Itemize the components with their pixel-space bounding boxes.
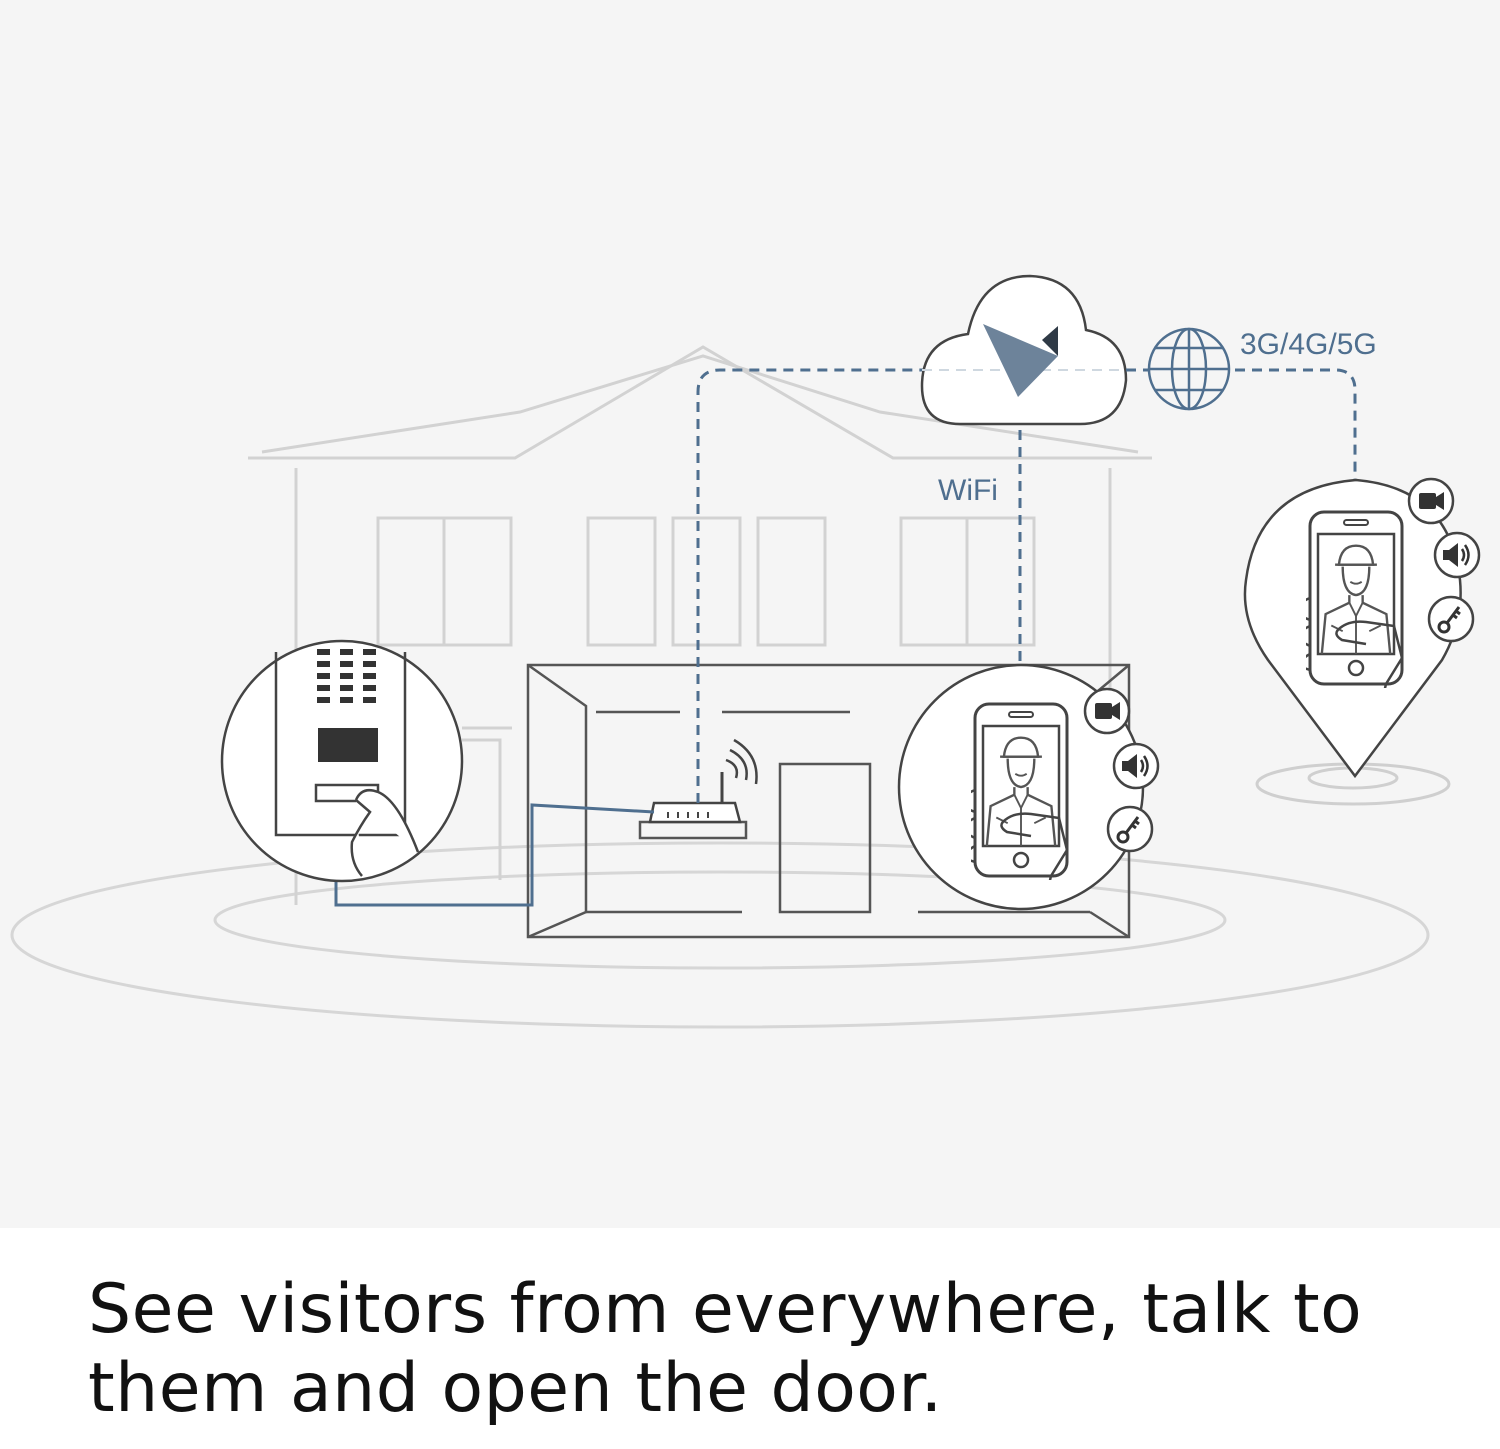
caption-line-2: them and open the door. (88, 1349, 943, 1428)
interior-room (526, 663, 1131, 939)
video-camera-icon[interactable] (1407, 477, 1455, 525)
wifi-label: WiFi (938, 474, 998, 507)
intercom-wire (334, 803, 655, 907)
key-icon[interactable] (1106, 805, 1154, 853)
wifi-router-icon (648, 738, 758, 824)
mobile-network-label: 3G/4G/5G (1240, 328, 1377, 361)
caption-line-1: See visitors from everywhere, talk to (88, 1270, 1363, 1349)
location-pin-icon (1243, 477, 1481, 806)
ground-rings (10, 841, 1430, 1029)
video-camera-icon[interactable] (1083, 687, 1131, 735)
indoor-phone-view (897, 663, 1160, 911)
caption: See visitors from everywhere, talk to th… (88, 1270, 1468, 1428)
globe-icon (1147, 327, 1231, 411)
door-station-icon (220, 639, 464, 883)
key-icon[interactable] (1427, 595, 1475, 643)
speaker-icon[interactable] (1112, 742, 1160, 790)
connection-lines (696, 368, 1357, 803)
brand-logo-icon (983, 324, 1058, 397)
speaker-icon[interactable] (1433, 531, 1481, 579)
network-diagram: WiFi 3G/4G/5G (10, 274, 1481, 1029)
